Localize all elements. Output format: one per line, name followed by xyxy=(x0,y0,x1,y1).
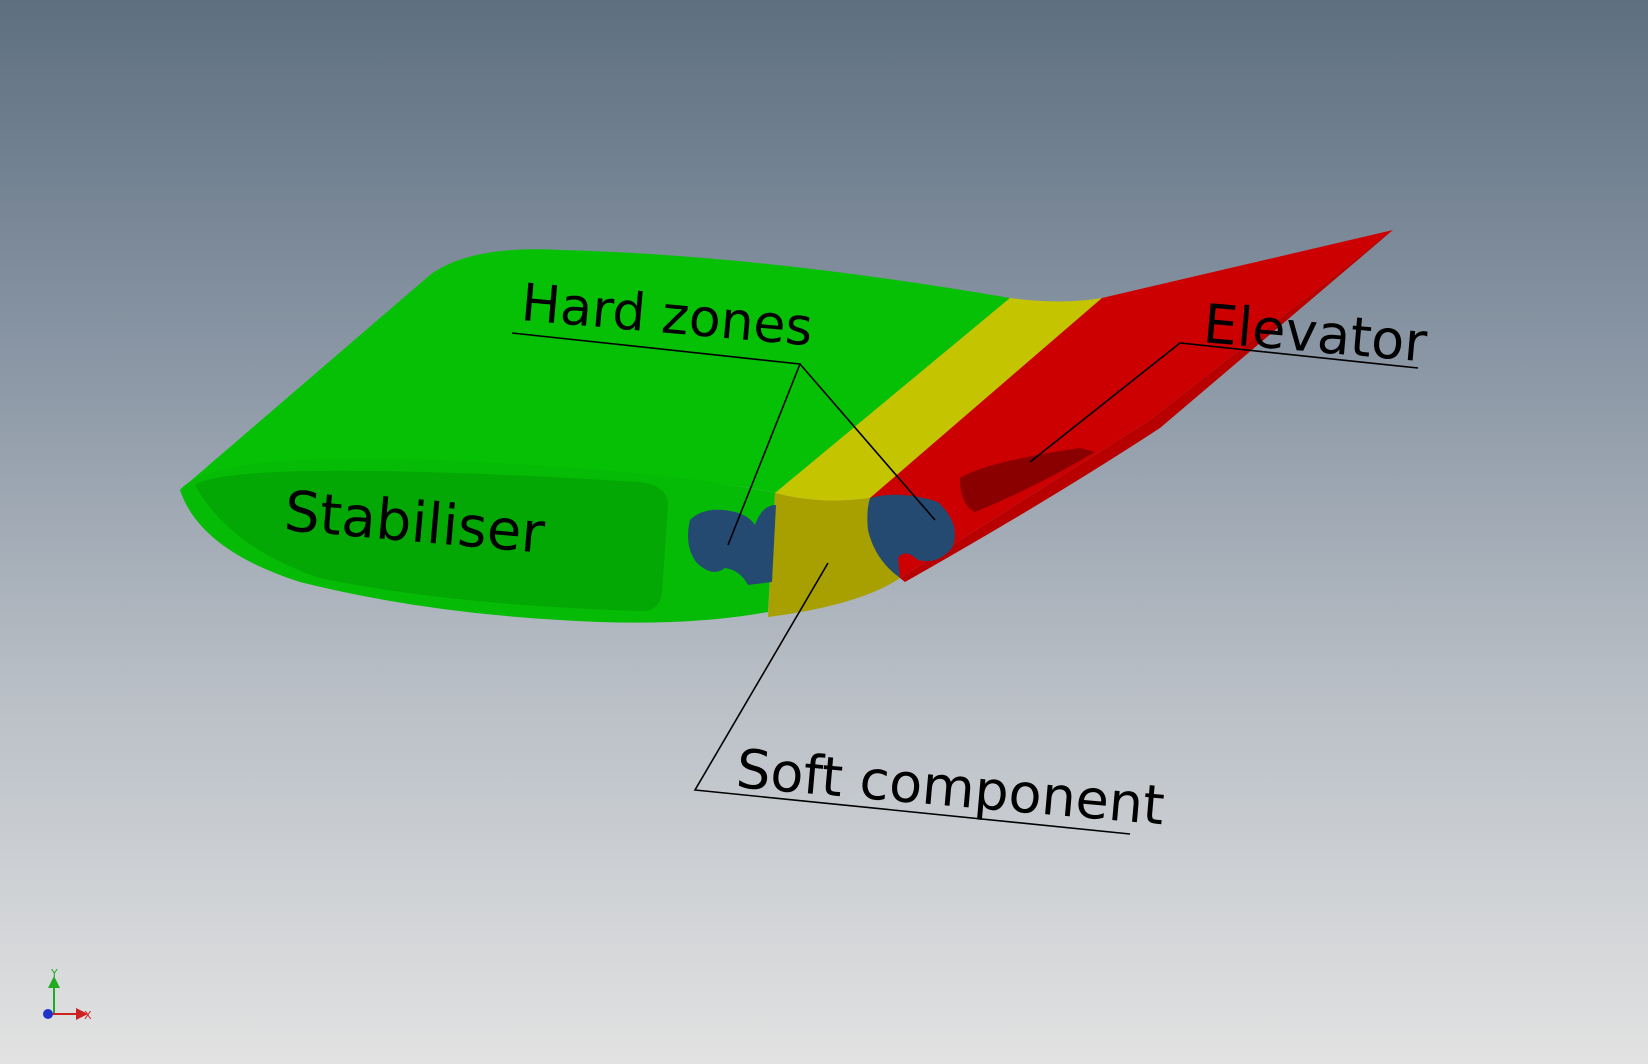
axis-y-arrow xyxy=(48,976,60,988)
elevator-inner-cavity xyxy=(960,448,1095,512)
elevator-leader xyxy=(1029,342,1419,463)
soft-component-leader xyxy=(693,562,1131,835)
axis-x-arrow xyxy=(76,1008,88,1020)
axis-y-label: Y xyxy=(50,967,58,980)
axis-x-label: X xyxy=(84,1009,92,1022)
hard-zones-leader-branch xyxy=(799,363,936,521)
axis-z-origin xyxy=(43,1009,53,1019)
leader-lines xyxy=(511,332,1419,835)
stabiliser-top-surface xyxy=(180,249,1010,493)
label-soft-component: Soft component xyxy=(734,737,1167,837)
hard-zone-stabiliser xyxy=(688,505,776,585)
soft-component-top xyxy=(775,298,1102,501)
stabiliser-inner-cavity xyxy=(195,470,668,612)
axis-triad: Y X xyxy=(43,967,92,1022)
soft-component-front xyxy=(768,493,900,617)
hard-zone-elevator xyxy=(867,494,955,578)
